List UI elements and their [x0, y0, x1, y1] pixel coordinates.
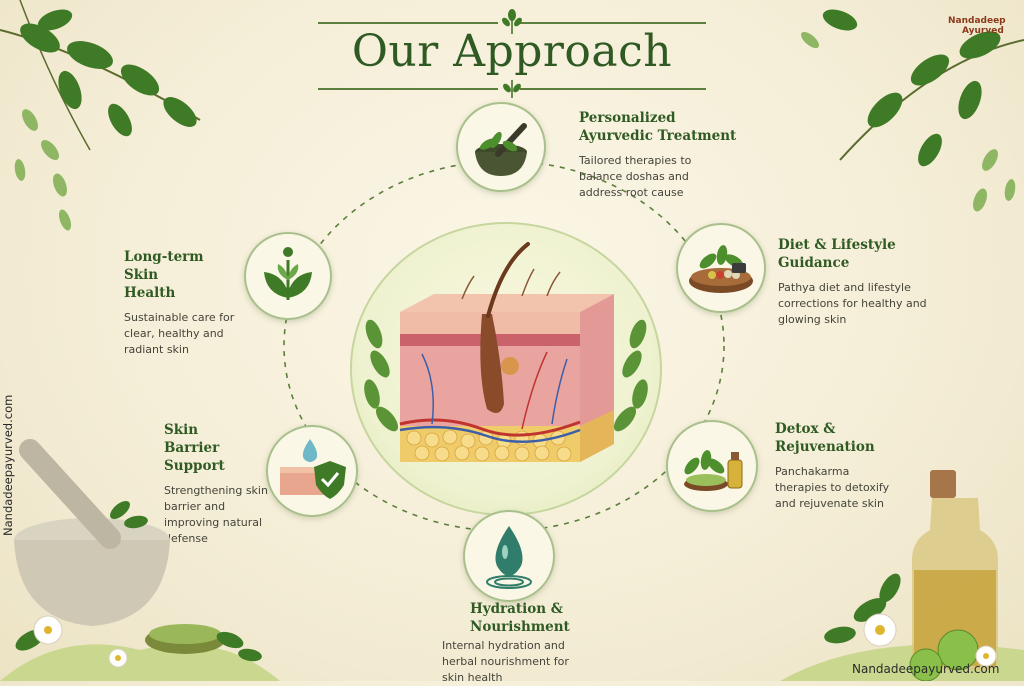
feature-diet: Diet & Lifestyle Guidance Pathya diet an… [778, 236, 928, 328]
leaves-top-left [0, 0, 201, 231]
page-title: Our Approach [351, 26, 673, 77]
title-rule [318, 22, 498, 24]
feature-detox: Detox & Rejuvenation Panchakarma therapi… [775, 420, 925, 512]
feature-desc: Pathya diet and lifestyle corrections fo… [778, 281, 927, 326]
leaves-top-right [800, 9, 1024, 212]
leaf-person-icon [264, 247, 312, 300]
feature-title: Diet & Lifestyle Guidance [778, 237, 896, 271]
water-drop-icon [486, 526, 532, 589]
feature-desc: Panchakarma therapies to detoxify and re… [775, 465, 890, 510]
skin-diagram [350, 222, 662, 516]
longterm-circle [244, 232, 332, 320]
feature-hydration: Hydration & Nourishment Internal hydrati… [442, 600, 592, 686]
watermark-side: Nandadeepayurved.com [1, 394, 15, 536]
title-rule [520, 22, 706, 24]
logo-line2: Ayurved [962, 26, 1004, 36]
brand-logo: Nandadeep Ayurved [948, 16, 1006, 36]
mortar-pestle-illustration [0, 439, 280, 681]
oil-bottle-illustration [780, 470, 1024, 681]
title-sprig-icon [502, 9, 522, 34]
hydration-circle [463, 510, 555, 602]
title-rule [520, 88, 706, 90]
feature-desc: Internal hydration and herbal nourishmen… [442, 639, 569, 684]
skin-cross-section-icon [364, 242, 648, 462]
diet-circle [676, 223, 766, 313]
personalized-circle [456, 102, 546, 192]
title-rule [318, 88, 498, 90]
feature-title: Detox & Rejuvenation [775, 421, 875, 455]
feature-longterm: Long-term Skin Health Sustainable care f… [124, 248, 244, 358]
herbal-oil-icon [684, 450, 743, 491]
watermark-bottom: Nandadeepayurved.com [852, 662, 1000, 676]
detox-circle [666, 420, 758, 512]
food-bowl-icon [689, 245, 753, 293]
feature-title: Long-term Skin Health [124, 249, 204, 301]
shield-check-icon [280, 439, 346, 499]
feature-desc: Sustainable care for clear, healthy and … [124, 311, 235, 356]
mortar-herbs-icon [475, 123, 527, 176]
feature-desc: Tailored therapies to balance doshas and… [579, 154, 692, 199]
feature-title: Hydration & Nourishment [470, 601, 570, 635]
barrier-circle [266, 425, 358, 517]
process-ring [283, 160, 725, 532]
title-sprig-icon [503, 80, 521, 98]
feature-title: Personalized Ayurvedic Treatment [579, 110, 737, 144]
feature-desc: Strengthening skin barrier and improving… [164, 484, 268, 545]
feature-personalized: Personalized Ayurvedic Treatment Tailore… [579, 109, 749, 201]
feature-title: Skin Barrier Support [164, 422, 225, 474]
feature-barrier: Skin Barrier Support Strengthening skin … [164, 421, 274, 547]
logo-line1: Nandadeep [948, 16, 1006, 26]
